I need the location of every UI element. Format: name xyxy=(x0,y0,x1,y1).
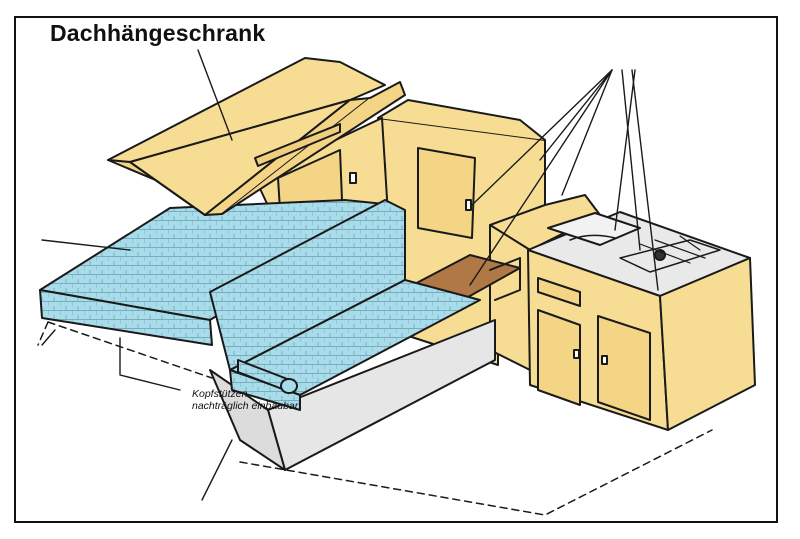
headrest-roll xyxy=(237,359,298,394)
headrest-note: Kopfstützen nachträglich einbaubar xyxy=(192,388,298,412)
bed-mattress xyxy=(39,199,396,346)
headrest-note-line1: Kopfstützen xyxy=(192,388,248,400)
illustration-frame xyxy=(14,16,778,523)
leader-lines xyxy=(41,49,659,501)
kitchen-cabinet xyxy=(527,211,756,431)
roof-cabinet-label: Dachhängeschrank xyxy=(50,20,266,46)
bench-backrest xyxy=(209,199,406,371)
bed-base xyxy=(209,319,496,471)
floor-outline xyxy=(37,321,713,516)
roof-cabinet xyxy=(107,57,406,216)
headrest-note-line2: nachträglich einbaubar xyxy=(192,400,299,412)
